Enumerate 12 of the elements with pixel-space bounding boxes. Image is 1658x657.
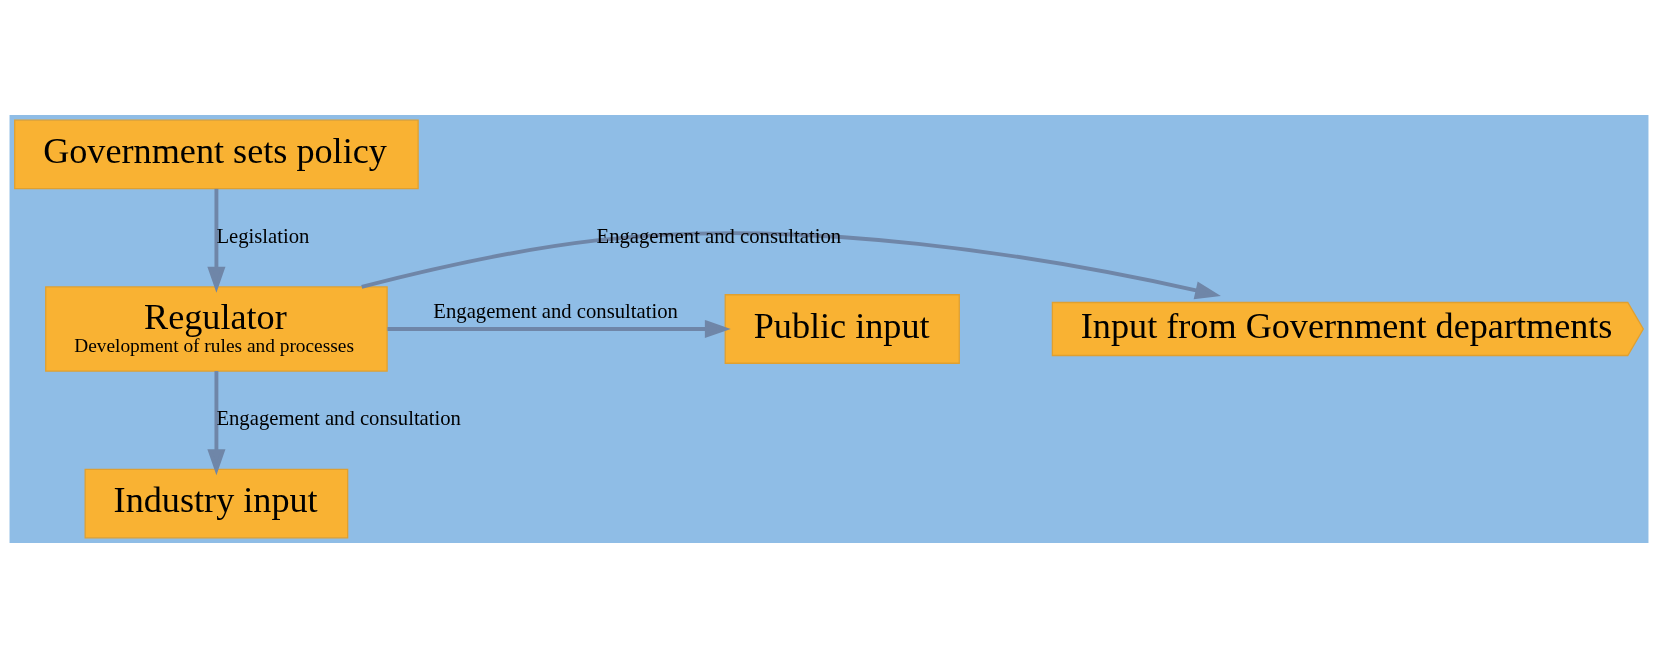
arrow	[207, 188, 226, 293]
arrow	[207, 370, 226, 475]
node-box: Regulator Development of rules and processes	[45, 285, 388, 372]
node-box: Public input	[724, 293, 960, 364]
edge-label: Engagement and consultation	[216, 406, 461, 429]
edge-label: Engagement and consultation	[433, 299, 678, 322]
arrow	[387, 319, 731, 338]
node-box: Government sets policy	[14, 119, 419, 189]
node-box: Industry input	[84, 468, 349, 538]
edge-label: Engagement and consultation	[596, 224, 842, 247]
arrow	[361, 231, 1221, 299]
edge-label: Legislation	[216, 224, 310, 247]
